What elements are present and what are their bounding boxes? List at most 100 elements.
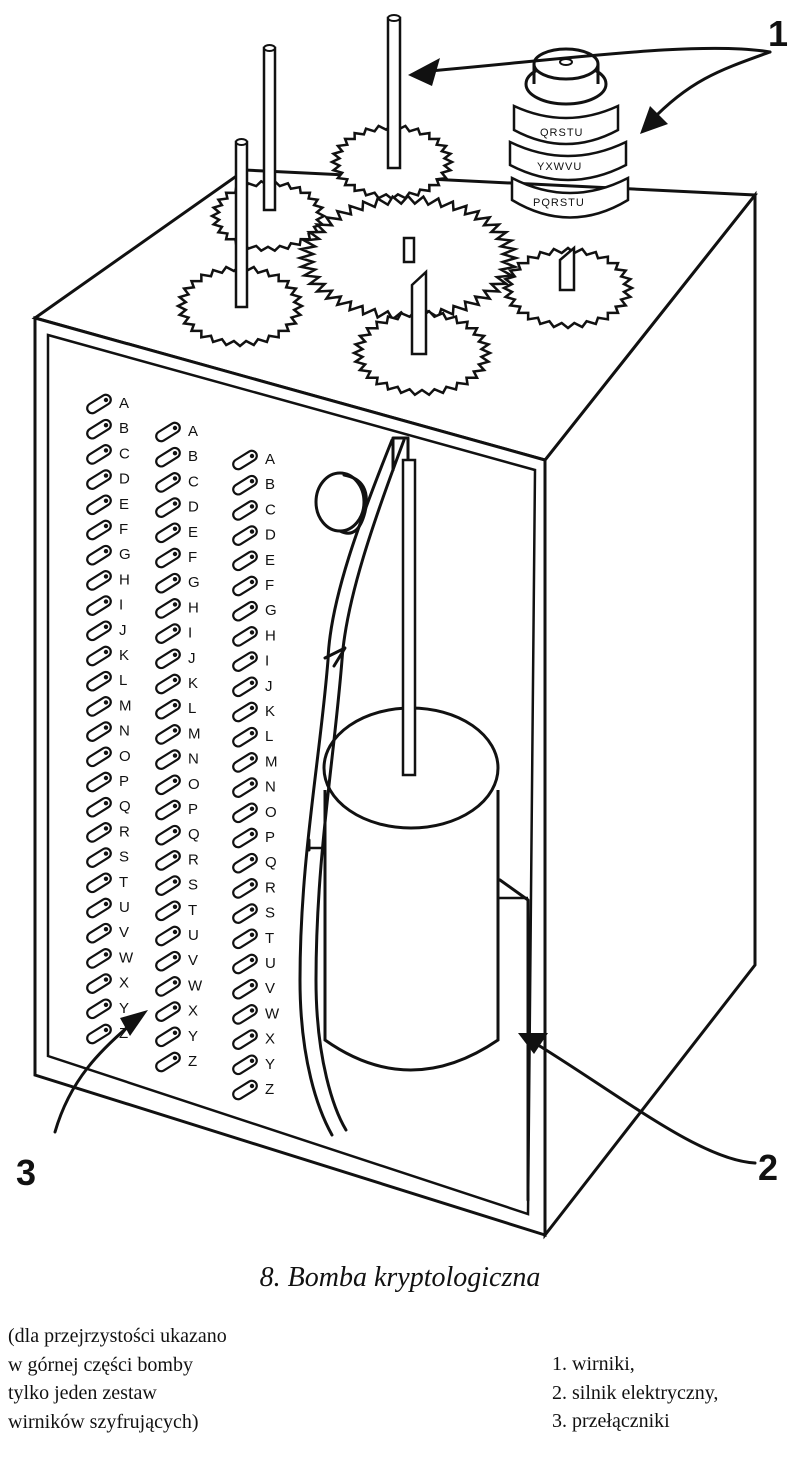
- switch-contact: [103, 826, 109, 831]
- switch-letter: I: [188, 625, 192, 642]
- switch-contact: [172, 854, 178, 859]
- switch-contact: [172, 602, 178, 607]
- switch-contact: [103, 851, 109, 856]
- switch-letter: O: [119, 748, 131, 765]
- switch-letter: P: [188, 801, 198, 818]
- switch-letter: T: [119, 874, 128, 891]
- switch-contact: [103, 624, 109, 629]
- switch-letter: D: [119, 471, 130, 488]
- switch-letter: S: [265, 905, 275, 922]
- switch-contact: [103, 523, 109, 529]
- switch-letter: P: [119, 773, 129, 790]
- switch-letter: A: [119, 395, 129, 412]
- switch-letter: D: [188, 499, 199, 516]
- switch-letter: I: [119, 597, 123, 614]
- switch-contact: [103, 725, 109, 730]
- switch-contact: [249, 731, 255, 736]
- switch-letter: G: [265, 602, 277, 619]
- switch-letter: M: [119, 697, 132, 714]
- switch-contact: [249, 680, 255, 685]
- switch-letter: C: [265, 501, 276, 518]
- switch-contact: [249, 932, 255, 937]
- bomba-illustration: .ink{stroke:#111;stroke-width:3;fill:non…: [16, 13, 788, 1240]
- callout-label-3: 3: [16, 1152, 36, 1193]
- switch-contact: [249, 529, 255, 534]
- callout-label-1: 1: [768, 13, 788, 54]
- switch-contact: [249, 1033, 255, 1038]
- switch-contact: [103, 574, 109, 579]
- switch-contact: [103, 801, 109, 806]
- switch-letter: R: [188, 851, 199, 868]
- switch-contact: [172, 1005, 178, 1010]
- switch-letter: S: [119, 849, 129, 866]
- switch-contact: [103, 649, 109, 655]
- switch-contact: [103, 448, 109, 453]
- switch-contact: [103, 927, 109, 932]
- power-cable: [298, 438, 406, 1137]
- switch-letter: O: [265, 804, 277, 821]
- switch-letter: C: [188, 473, 199, 490]
- figure-legend: 1. wirniki, 2. silnik elektryczny, 3. pr…: [552, 1350, 718, 1436]
- switch-contact: [172, 1055, 178, 1061]
- switch-letter: Q: [188, 826, 200, 843]
- switch-letter: H: [188, 599, 199, 616]
- switch-letter: A: [265, 451, 275, 468]
- switch-letter: D: [265, 527, 276, 544]
- switch-letter: H: [119, 571, 130, 588]
- switch-letter: W: [188, 977, 203, 994]
- rotor-drum-middle: [508, 140, 628, 182]
- switch-contact: [172, 476, 178, 481]
- switch-letter: X: [119, 975, 129, 992]
- switch-letter: B: [265, 476, 275, 493]
- switch-letter: T: [265, 930, 274, 947]
- switch-panel: ABCDEFGHIJKLMNOPQRSTUVWXYZABCDEFGHIJKLMN…: [86, 393, 280, 1101]
- switch-contact: [103, 599, 109, 604]
- switch-contact: [172, 829, 178, 834]
- switch-contact: [249, 554, 255, 559]
- control-knob: [314, 471, 368, 535]
- switch-letter: V: [119, 924, 129, 941]
- switch-contact: [172, 652, 178, 657]
- switch-letter: C: [119, 445, 130, 462]
- switch-letter: F: [265, 577, 274, 594]
- switch-letter: R: [265, 879, 276, 896]
- switch-contact: [172, 627, 178, 632]
- switch-letter: X: [265, 1031, 275, 1048]
- callout-label-2: 2: [758, 1147, 778, 1188]
- switch-contact: [172, 778, 178, 783]
- rotor-label-bottom: PQRSTU: [533, 197, 585, 209]
- switch-letter: K: [265, 703, 275, 720]
- switch-letter: L: [119, 672, 127, 689]
- switch-letter: T: [188, 902, 197, 919]
- switch-letter: G: [119, 546, 131, 563]
- switch-contact: [249, 957, 255, 963]
- switch-letter: Y: [188, 1028, 198, 1045]
- switch-letter: Y: [265, 1056, 275, 1073]
- switch-contact: [103, 549, 109, 554]
- switch-contact: [249, 756, 255, 761]
- rotor-drum-bottom: [510, 175, 630, 219]
- switch-letter: R: [119, 823, 130, 840]
- switch-contact: [172, 677, 178, 683]
- switch-contact: [249, 705, 255, 711]
- switch-contact: [249, 655, 255, 660]
- switch-letter: Q: [265, 854, 277, 871]
- note-line: wirników szyfrujących): [8, 1410, 199, 1433]
- switch-letter: E: [265, 552, 275, 569]
- switch-contact: [172, 703, 178, 708]
- switch-letter: Z: [188, 1053, 197, 1070]
- switch-letter: H: [265, 627, 276, 644]
- switch-contact: [103, 675, 109, 680]
- switch-contact: [103, 901, 109, 907]
- switch-contact: [249, 579, 255, 585]
- switch-contact: [249, 605, 255, 610]
- switch-letter: L: [265, 728, 273, 745]
- switch-contact: [103, 750, 109, 755]
- switch-letter: S: [188, 877, 198, 894]
- switch-contact: [172, 753, 178, 758]
- legend-item-switches: 3. przełączniki: [552, 1410, 670, 1432]
- switch-contact: [249, 857, 255, 862]
- switch-letter: Q: [119, 798, 131, 815]
- switch-letter: N: [265, 779, 276, 796]
- switch-contact: [103, 423, 109, 428]
